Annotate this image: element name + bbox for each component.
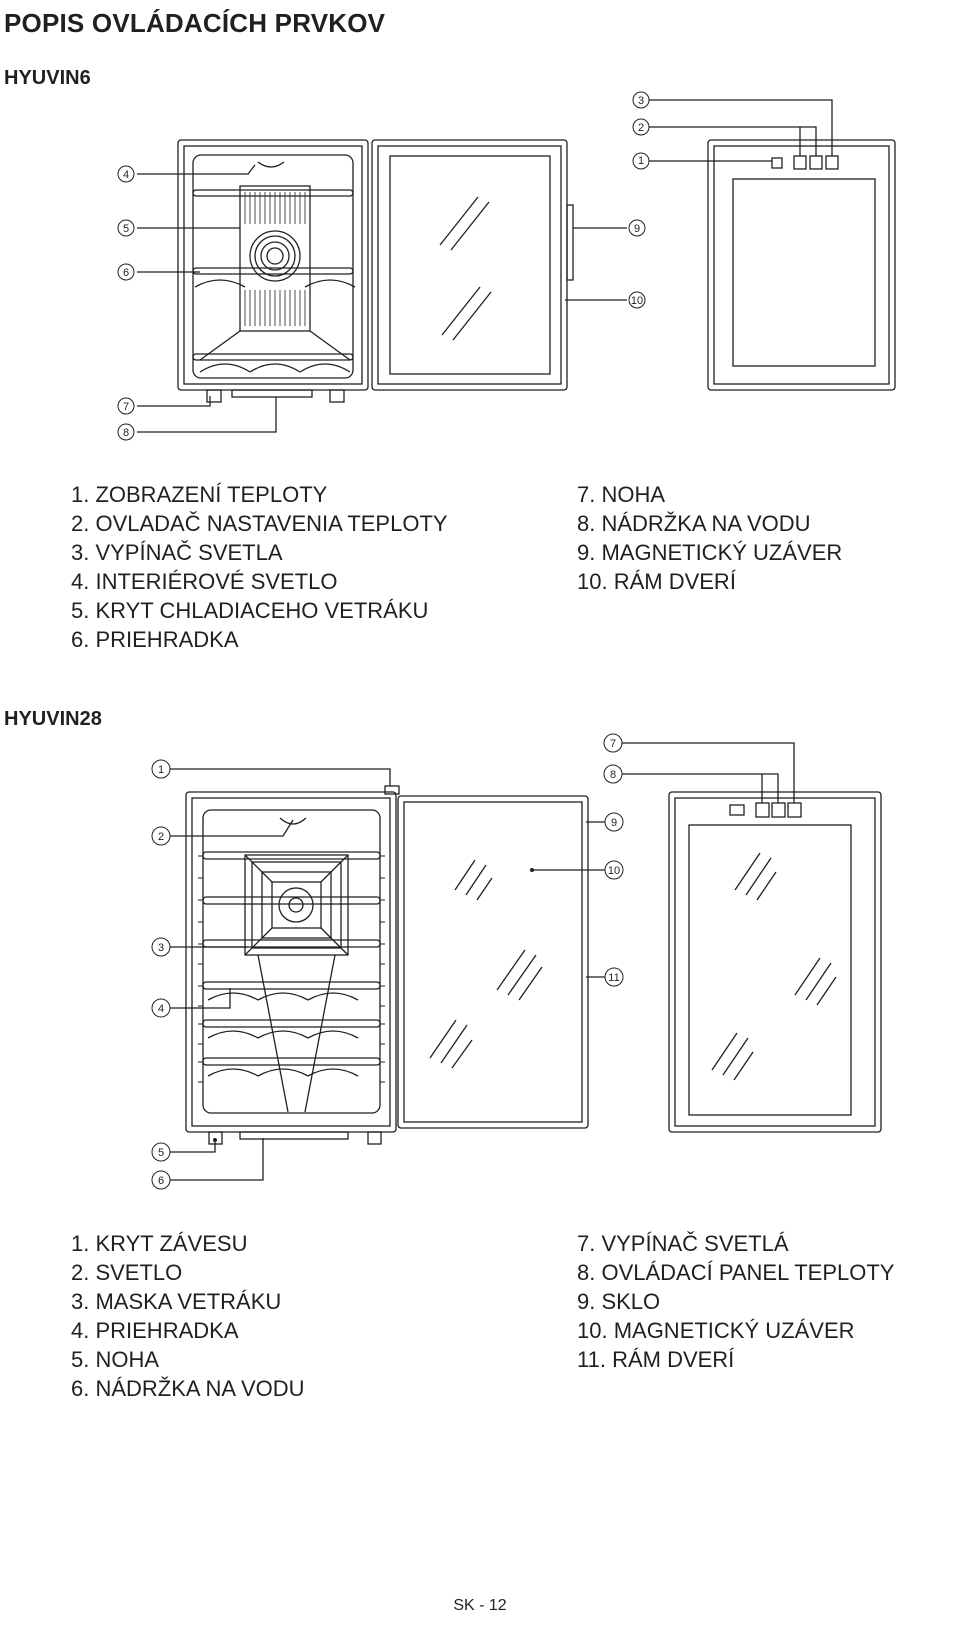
legend-item: 4. PRIEHRADKA: [71, 1318, 239, 1343]
legend-hyuvin6-left: 1. ZOBRAZENÍ TEPLOTY 2. OVLADAČ NASTAVEN…: [71, 480, 448, 654]
legend-item: 2. SVETLO: [71, 1260, 183, 1285]
legend-item: 1. KRYT ZÁVESU: [71, 1231, 248, 1256]
legend-item: 5. NOHA: [71, 1347, 160, 1372]
callout-5: 5: [158, 1147, 164, 1159]
legend-item: 7. VYPÍNAČ SVETLÁ: [577, 1231, 789, 1256]
legend-item: 1. ZOBRAZENÍ TEPLOTY: [71, 482, 328, 507]
callout-9: 9: [611, 817, 617, 829]
hyuvin28-diagram: 1 2 3 4 5 6 7 8 9 10 11: [151, 733, 882, 1190]
legend-item: 4. INTERIÉROVÉ SVETLO: [71, 569, 338, 594]
callout-2: 2: [158, 831, 164, 843]
legend-item: 8. NÁDRŽKA NA VODU: [577, 511, 811, 536]
callout-2: 2: [638, 122, 644, 134]
callout-6: 6: [123, 267, 129, 279]
legend-item: 9. MAGNETICKÝ UZÁVER: [577, 540, 843, 565]
callout-7: 7: [123, 401, 129, 413]
legend-item: 3. MASKA VETRÁKU: [71, 1289, 282, 1314]
legend-item: 11. RÁM DVERÍ: [577, 1347, 735, 1372]
legend-hyuvin6-right: 7. NOHA 8. NÁDRŽKA NA VODU 9. MAGNETICKÝ…: [577, 480, 842, 596]
callout-11: 11: [608, 972, 619, 984]
callout-9: 9: [634, 223, 640, 235]
hyuvin6-diagram: 1 2 3 4 5 6 7 8 9 10: [117, 91, 896, 441]
callout-4: 4: [123, 169, 129, 181]
legend-item: 10. RÁM DVERÍ: [577, 569, 736, 594]
legend-hyuvin28-right: 7. VYPÍNAČ SVETLÁ 8. OVLÁDACÍ PANEL TEPL…: [577, 1229, 895, 1374]
callout-3: 3: [158, 942, 164, 954]
callout-10: 10: [631, 295, 643, 307]
callout-8: 8: [610, 769, 616, 781]
legend-item: 3. VYPÍNAČ SVETLA: [71, 540, 283, 565]
legend-item: 2. OVLADAČ NASTAVENIA TEPLOTY: [71, 511, 448, 536]
legend-item: 9. SKLO: [577, 1289, 661, 1314]
callout-1: 1: [638, 155, 644, 167]
legend-item: 5. KRYT CHLADIACEHO VETRÁKU: [71, 598, 429, 623]
model-hyuvin28: HYUVIN28: [4, 708, 102, 730]
legend-item: 6. NÁDRŽKA NA VODU: [71, 1376, 305, 1401]
legend-item: 7. NOHA: [577, 482, 666, 507]
page-title: POPIS OVLÁDACÍCH PRVKOV: [4, 8, 386, 38]
callout-8: 8: [123, 427, 129, 439]
legend-item: 10. MAGNETICKÝ UZÁVER: [577, 1318, 855, 1343]
callout-3: 3: [638, 95, 644, 107]
model-hyuvin6: HYUVIN6: [4, 67, 91, 89]
legend-item: 8. OVLÁDACÍ PANEL TEPLOTY: [577, 1260, 895, 1285]
callout-7: 7: [610, 738, 616, 750]
callout-6: 6: [158, 1175, 164, 1187]
page-number: SK - 12: [453, 1597, 507, 1614]
callout-5: 5: [123, 223, 129, 235]
callout-4: 4: [158, 1003, 164, 1015]
legend-hyuvin28-left: 1. KRYT ZÁVESU 2. SVETLO 3. MASKA VETRÁK…: [71, 1229, 305, 1403]
callout-1: 1: [158, 764, 164, 776]
callout-10: 10: [608, 865, 620, 877]
legend-item: 6. PRIEHRADKA: [71, 627, 239, 652]
